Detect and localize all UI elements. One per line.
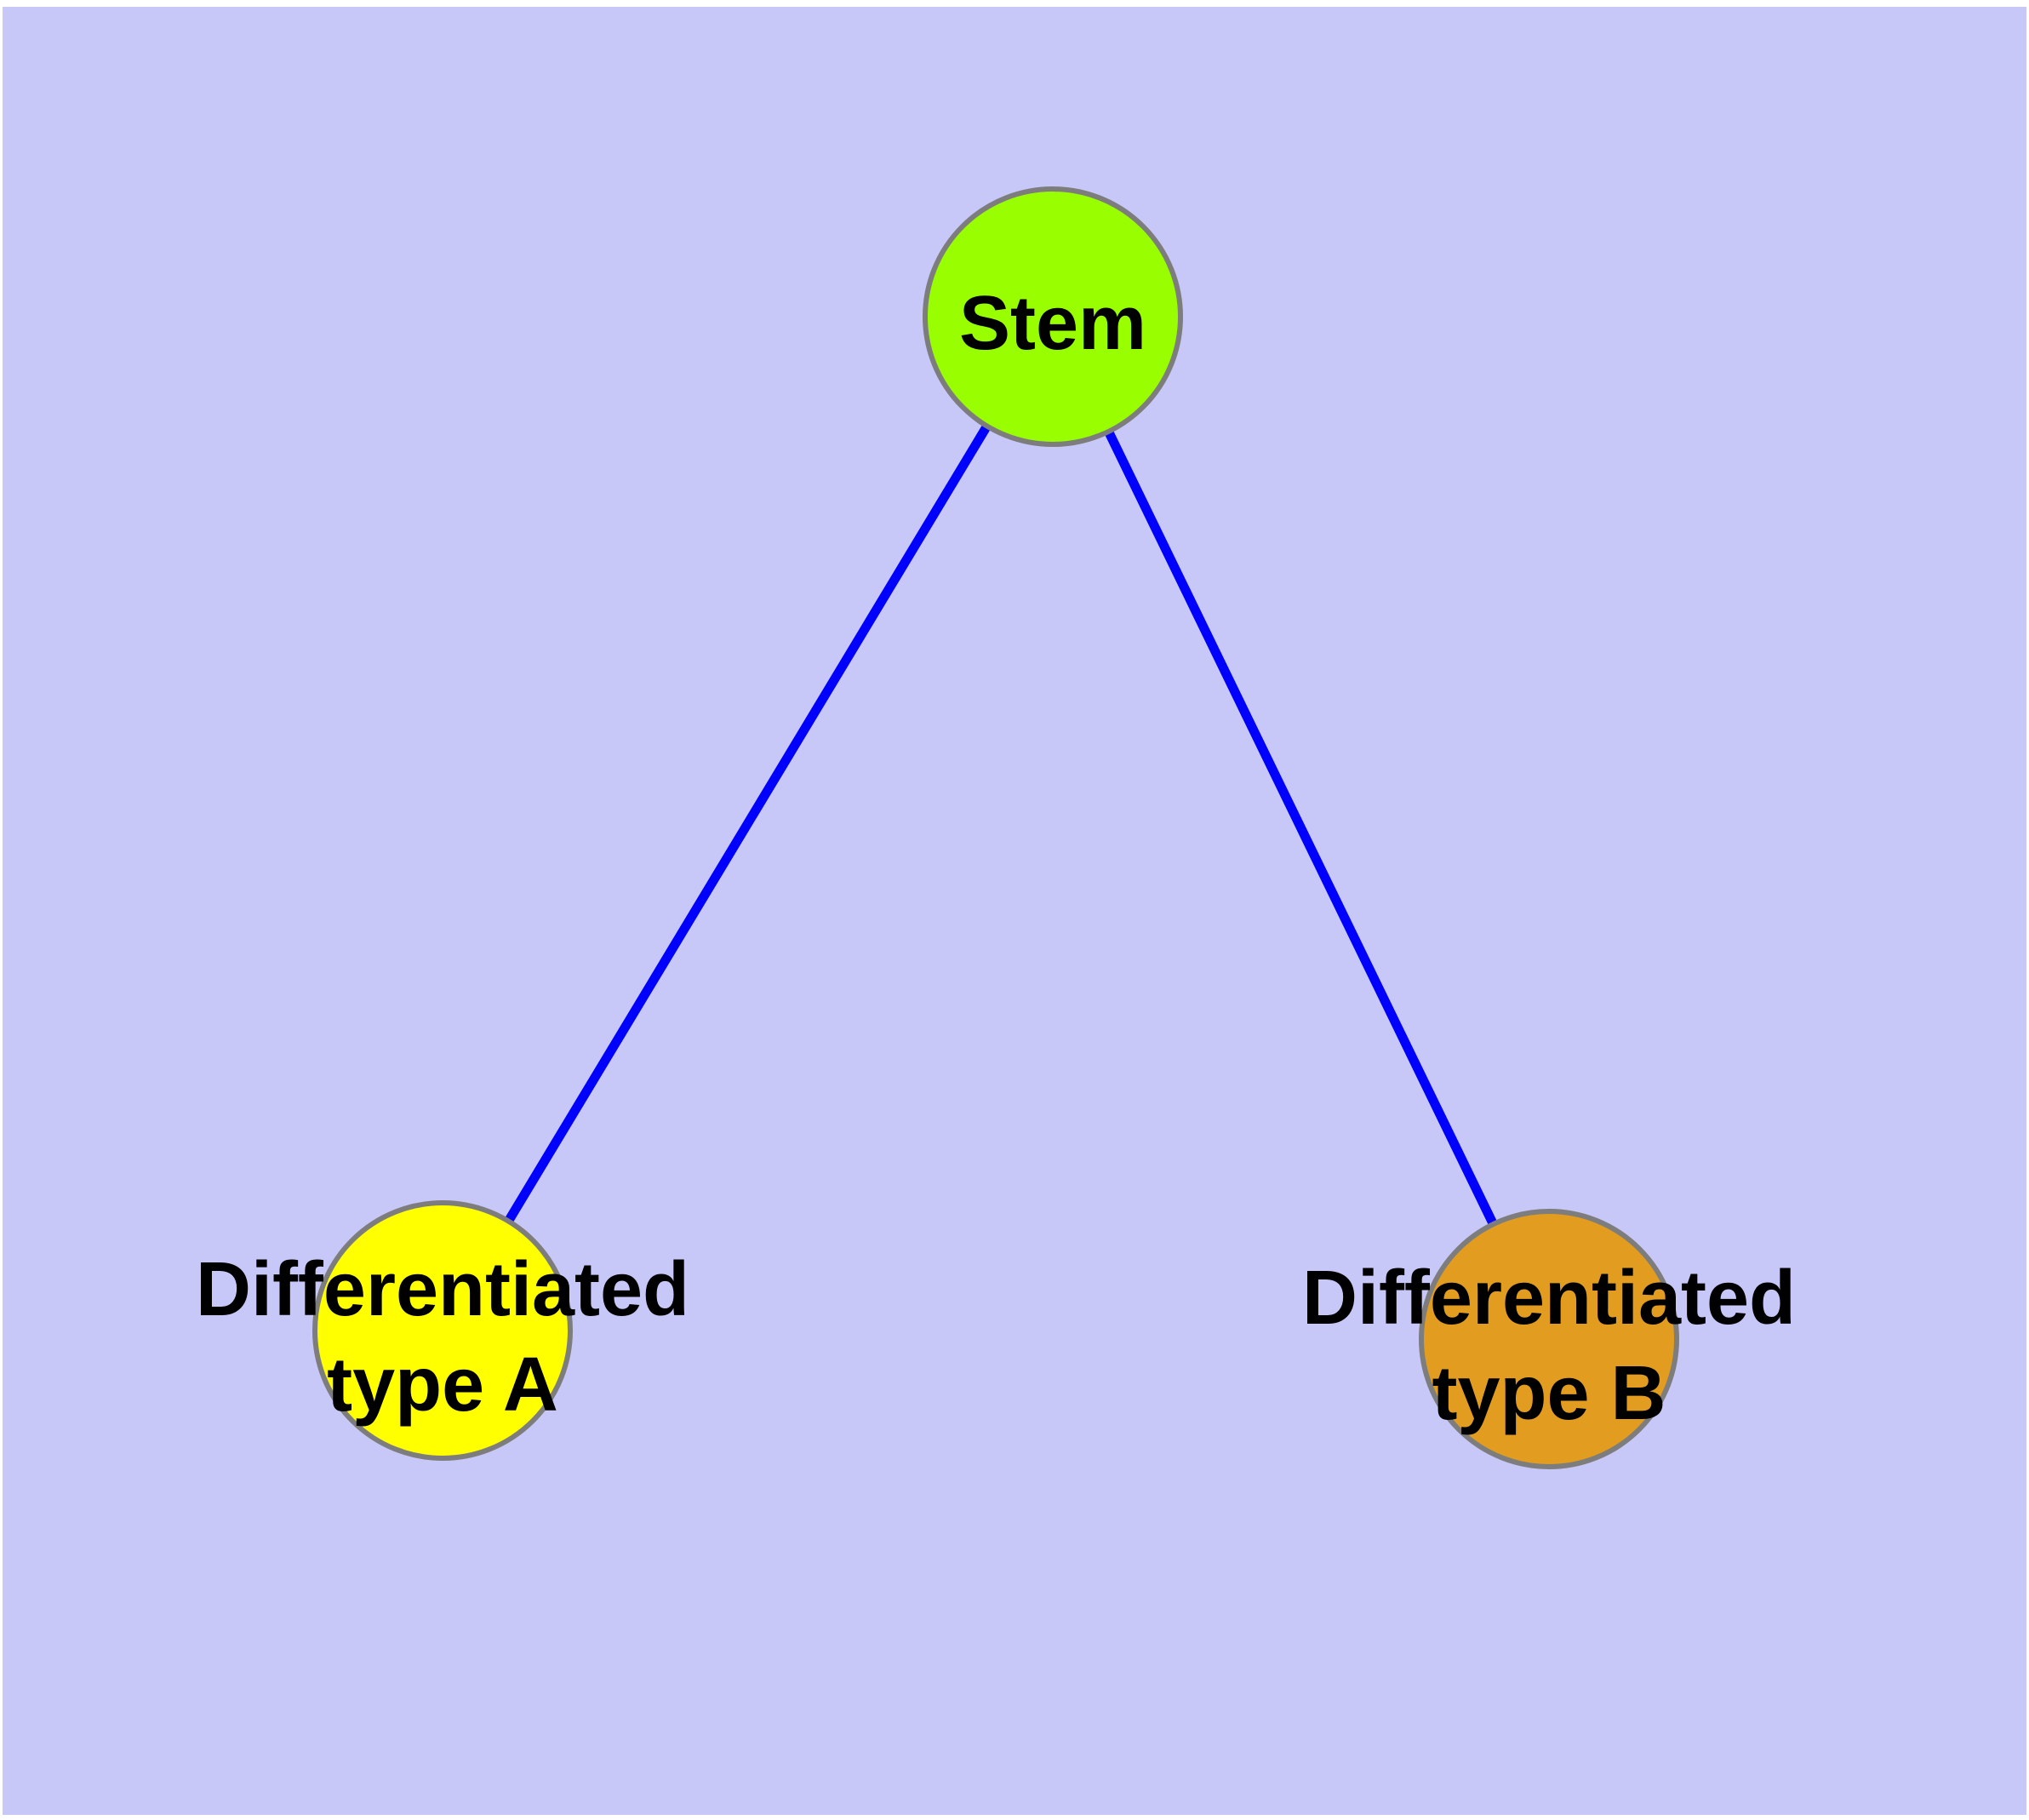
edges-layer bbox=[438, 314, 1553, 1342]
node-label-differentiated-type-a-line-2: type A bbox=[327, 1342, 558, 1428]
node-differentiated-type-b bbox=[1419, 1209, 1679, 1469]
node-stem bbox=[923, 186, 1183, 447]
node-label-differentiated-type-a-line-1: Differentiated bbox=[196, 1247, 689, 1332]
node-differentiated-type-a bbox=[312, 1200, 573, 1461]
nodes-layer bbox=[312, 186, 1679, 1469]
node-label-differentiated-type-b-line-1: Differentiated bbox=[1302, 1256, 1796, 1341]
edge-stem-to-differentiated-type-a bbox=[438, 314, 1057, 1333]
node-label-differentiated-type-b-line-2: type B bbox=[1432, 1351, 1666, 1436]
edge-stem-to-differentiated-type-b bbox=[1049, 314, 1553, 1342]
node-label-stem-line-1: Stem bbox=[959, 281, 1146, 366]
